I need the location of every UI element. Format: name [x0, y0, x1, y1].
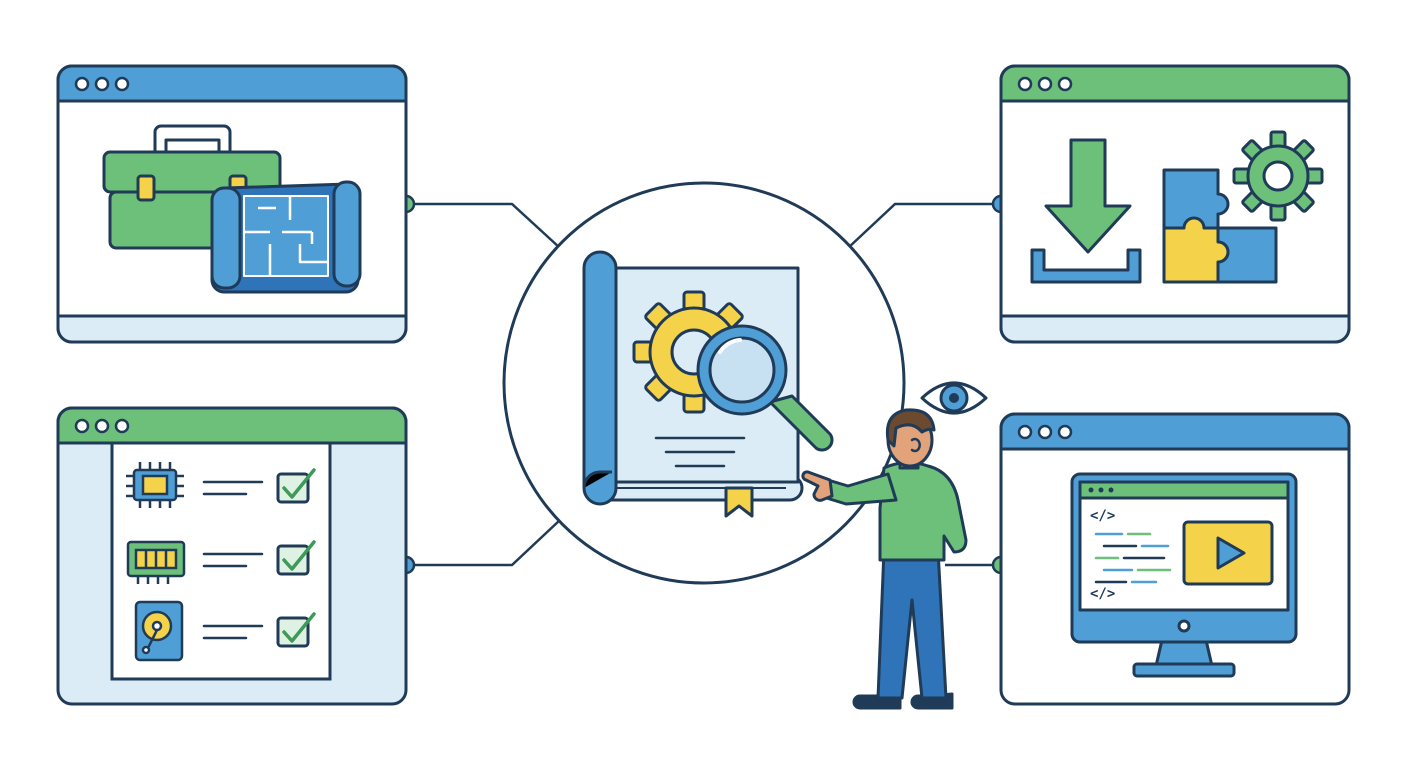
person-hair — [885, 408, 936, 448]
connectors — [406, 202, 1001, 567]
gear-icon — [1232, 130, 1324, 222]
hard-drive-icon — [134, 600, 184, 662]
code-tag-close: </> — [1090, 586, 1115, 602]
connector-bottom-left — [406, 519, 561, 567]
person-shirt — [878, 461, 968, 562]
checkbox-icon — [276, 540, 316, 576]
magnifier-icon — [696, 324, 834, 452]
panel-header — [56, 406, 408, 445]
puzzle-icon — [1162, 168, 1278, 284]
panel-header — [999, 412, 1351, 451]
panel-footer — [56, 314, 408, 344]
checklist-row-ram — [126, 540, 316, 584]
download-icon — [1030, 138, 1142, 284]
checkbox-icon — [276, 612, 316, 648]
person-hand — [801, 470, 834, 502]
code-lines — [1094, 532, 1172, 584]
bookmark-ribbon-icon — [724, 486, 754, 518]
person-figure — [801, 408, 968, 710]
eye-icon — [920, 381, 988, 415]
connector-top-right — [847, 202, 1001, 249]
checkbox-icon — [276, 468, 316, 504]
person-pants — [876, 548, 948, 700]
person-ear — [910, 437, 921, 453]
panel-toolkit-blueprint — [56, 64, 408, 344]
panel-hardware-checklist — [56, 406, 408, 706]
center-hub — [502, 181, 906, 585]
text-lines — [202, 480, 264, 496]
code-tag-open: </> — [1090, 508, 1115, 524]
window-dots — [1017, 424, 1073, 440]
text-lines — [202, 624, 264, 640]
panel-install-plugins — [999, 64, 1351, 344]
window-dots — [74, 76, 130, 92]
panel-header — [999, 64, 1351, 103]
connector-top-left — [406, 202, 561, 249]
window-dots — [74, 418, 130, 434]
checklist-row-cpu — [126, 462, 316, 508]
play-icon — [1182, 520, 1274, 586]
panel-footer — [999, 314, 1351, 344]
checklist-row-hard-drive — [134, 600, 316, 662]
ram-icon — [126, 540, 186, 584]
window-dots — [1017, 76, 1073, 92]
text-lines — [202, 552, 264, 568]
panel-header — [56, 64, 408, 103]
cpu-icon — [126, 462, 184, 508]
panel-code-video-monitor: </> </> — [999, 412, 1351, 706]
blueprint-icon — [210, 180, 362, 294]
